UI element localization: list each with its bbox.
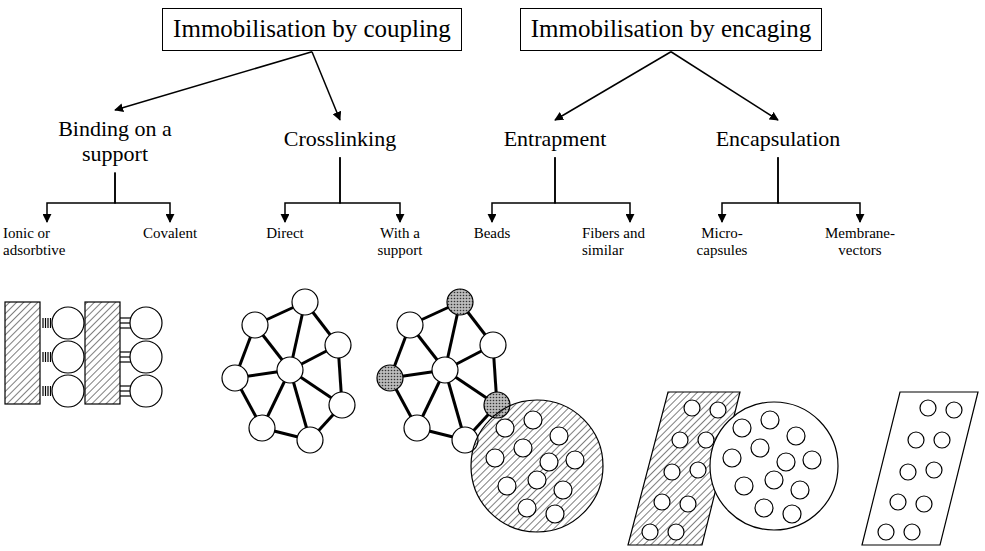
variant-label: Micro- capsules <box>691 225 753 260</box>
node-text: Direct <box>266 225 303 242</box>
tree-connector <box>285 157 340 222</box>
tree-connector <box>671 52 778 120</box>
variant-label: Fibers and similar <box>582 225 678 260</box>
tree-connector <box>340 157 400 222</box>
node-text: Fibers and similar <box>582 225 678 260</box>
node-text: Ionic or adsorbtive <box>3 225 83 260</box>
node-text: Membrane- vectors <box>819 225 901 260</box>
node-text: Covalent <box>143 225 197 242</box>
covalent-binding-figure <box>85 302 162 407</box>
tree-connector <box>555 52 671 120</box>
node-text: Immobilisation by coupling <box>173 15 451 44</box>
tree-connector <box>492 157 555 222</box>
node-text: Immobilisation by encaging <box>531 15 812 44</box>
variant-label: Covalent <box>143 225 197 242</box>
variant-label: Direct <box>266 225 303 242</box>
node-text: Encapsulation <box>716 126 841 151</box>
ionic-binding-figure <box>5 302 84 407</box>
variant-label: With a support <box>363 225 437 260</box>
membrane-vector-figure <box>862 392 978 545</box>
method-label: Binding on a support <box>35 116 195 167</box>
tree-connector <box>778 157 860 222</box>
category-box: Immobilisation by coupling <box>162 8 462 51</box>
method-label: Crosslinking <box>284 126 396 151</box>
bead-figure <box>471 400 603 532</box>
tree-connector <box>115 173 170 222</box>
microcapsule-figure <box>710 402 838 530</box>
direct-crosslink-network <box>222 289 355 453</box>
method-label: Entrapment <box>504 126 607 151</box>
tree-connector <box>115 52 312 110</box>
tree-connector <box>312 52 340 120</box>
tree-connector <box>722 157 778 222</box>
category-box: Immobilisation by encaging <box>520 8 823 51</box>
node-text: Micro- capsules <box>691 225 753 260</box>
variant-label: Membrane- vectors <box>819 225 901 260</box>
method-label: Encapsulation <box>716 126 841 151</box>
node-text: Entrapment <box>504 126 607 151</box>
tree-connector <box>555 157 630 222</box>
tree-connector <box>47 173 115 222</box>
node-text: Binding on a support <box>35 116 195 167</box>
variant-label: Ionic or adsorbtive <box>3 225 83 260</box>
node-text: With a support <box>363 225 437 260</box>
node-text: Beads <box>474 225 511 242</box>
node-text: Crosslinking <box>284 126 396 151</box>
variant-label: Beads <box>474 225 511 242</box>
